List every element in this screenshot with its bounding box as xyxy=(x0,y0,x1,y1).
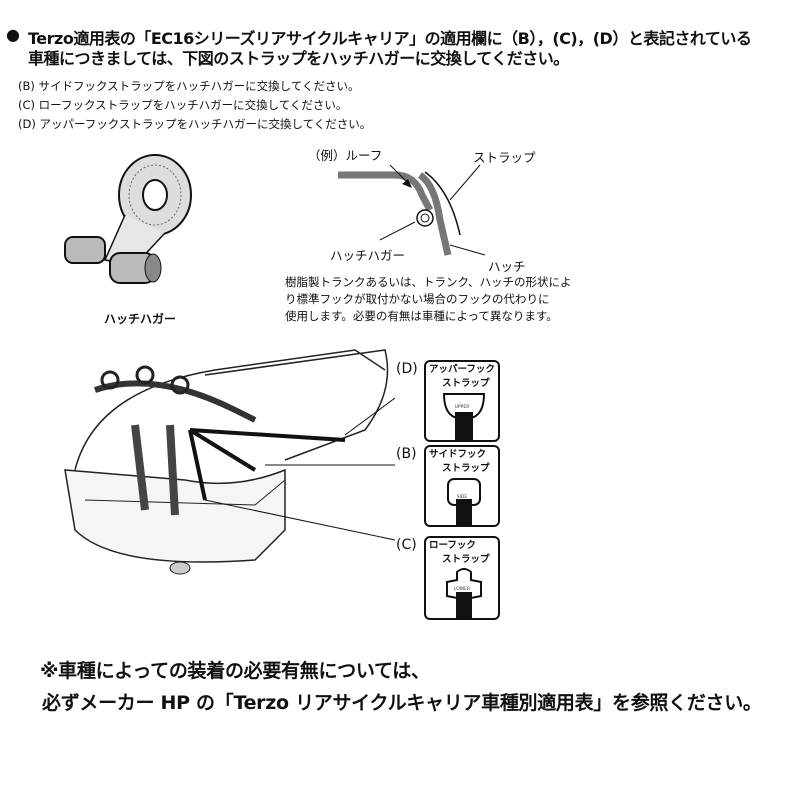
hanger-label: ハッチハガー xyxy=(330,248,406,263)
strap-c-name-2: ストラップ xyxy=(442,554,490,565)
lower-tag: LOWER xyxy=(453,587,471,592)
footer-line-1: ※車種によっての装着の必要有無については、 xyxy=(40,660,430,682)
strap-c-name-1: ローフック xyxy=(429,540,476,551)
strap-b-name-1: サイドフック xyxy=(429,449,487,460)
car-carrier-illustration xyxy=(64,349,396,575)
note-line-2: り標準フックが取付かない場合のフックの代わりに xyxy=(285,292,550,306)
strap-label: ストラップ xyxy=(473,150,536,165)
side-tag: SIDE xyxy=(456,495,468,500)
side-hook-strap-box: サイドフック ストラップ SIDE xyxy=(424,445,500,527)
header-line-1: Terzo適用表の「EC16シリーズリアサイクルキャリア」の適用欄に（B），(C… xyxy=(28,29,752,48)
instruction-d: (D) アッパーフックストラップをハッチハガーに交換してください。 xyxy=(18,117,372,131)
upper-hook-strap-box: アッパーフック ストラップ UPPER xyxy=(424,360,500,442)
hatch-label: ハッチ xyxy=(488,259,526,274)
bullet: ● xyxy=(6,25,20,44)
note-line-1: 樹脂製トランクあるいは、トランク、ハッチの形状によ xyxy=(285,275,572,289)
header-line-2: 車種につきましては、下図のストラップをハッチハガーに交換してください。 xyxy=(28,49,569,68)
strap-d-letter: (D) xyxy=(396,361,418,377)
upper-tag: UPPER xyxy=(454,405,470,410)
roof-hatch-diagram xyxy=(338,164,486,256)
strap-b-letter: (B) xyxy=(396,446,417,462)
strap-c-letter: (C) xyxy=(396,537,417,553)
lower-hook-strap-box: ローフック ストラップ LOWER xyxy=(424,536,500,620)
strap-d-name-1: アッパーフック xyxy=(429,364,495,375)
strap-d-name-2: ストラップ xyxy=(442,378,490,389)
instruction-b: (B) サイドフックストラップをハッチハガーに交換してください。 xyxy=(18,79,360,93)
hatch-hanger-illustration xyxy=(64,154,192,284)
hatch-hanger-caption: ハッチハガー xyxy=(104,312,177,326)
strap-b-name-2: ストラップ xyxy=(442,463,490,474)
note-line-3: 使用します。必要の有無は車種によって異なります。 xyxy=(285,309,558,323)
roof-label: （例）ルーフ xyxy=(308,148,383,163)
footer-line-2: 必ずメーカー HP の「Terzo リアサイクルキャリア車種別適用表」を参照くだ… xyxy=(42,692,762,714)
instruction-c: (C) ローフックストラップをハッチハガーに交換してください。 xyxy=(18,98,348,112)
